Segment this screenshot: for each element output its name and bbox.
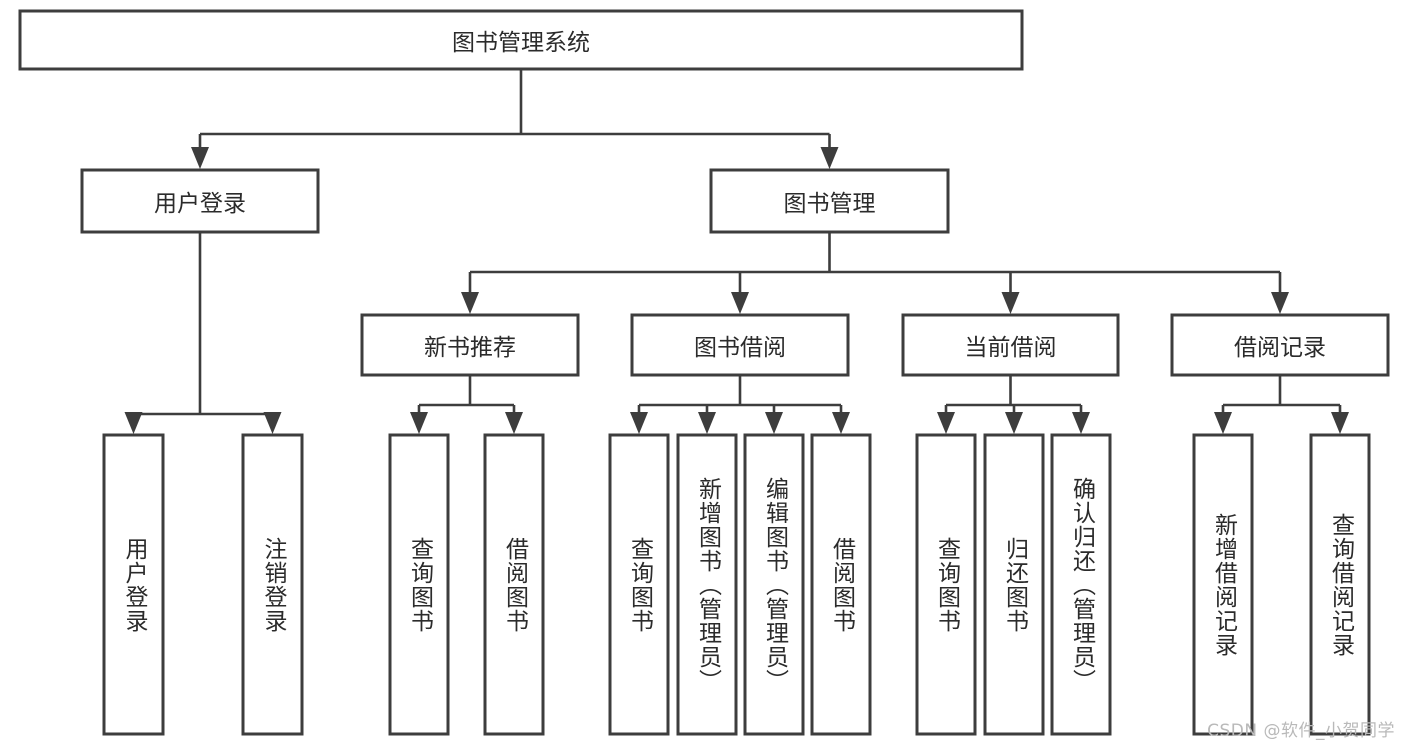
arrow-head-icon (461, 292, 479, 314)
arrow-head-icon (1331, 412, 1349, 434)
arrow-head-icon (698, 412, 716, 434)
arrow-head-icon (263, 412, 282, 434)
arrow-head-icon (124, 412, 143, 434)
node-box-cur-return-book[interactable] (983, 433, 1045, 736)
node-box-user-logout[interactable] (241, 433, 304, 736)
node-box-borrow-query-book[interactable] (608, 433, 670, 736)
node-box-user-login[interactable] (80, 168, 320, 234)
arrow-head-icon (765, 412, 783, 434)
node-box-current-borrow[interactable] (901, 313, 1120, 377)
arrow-head-icon (191, 147, 209, 169)
arrow-head-icon (937, 412, 955, 434)
node-box-rec-borrow-book[interactable] (483, 433, 545, 736)
node-box-cur-query-book[interactable] (915, 433, 977, 736)
node-box-borrow-edit-book[interactable] (743, 433, 805, 736)
arrow-head-icon (1001, 292, 1020, 314)
arrow-head-icon (1214, 412, 1232, 434)
connector-edges-group (124, 69, 1349, 434)
node-box-new-book-rec[interactable] (360, 313, 580, 377)
arrow-head-icon (1271, 292, 1289, 314)
arrow-head-icon (1005, 412, 1023, 434)
node-box-rec-query-record[interactable] (1309, 433, 1371, 736)
arrow-head-icon (820, 147, 839, 169)
arrow-head-icon (731, 292, 749, 314)
node-boxes-group (18, 9, 1390, 736)
node-box-book-borrow[interactable] (630, 313, 850, 377)
node-box-borrow-add-book[interactable] (676, 433, 738, 736)
node-box-cur-confirm-return[interactable] (1050, 433, 1112, 736)
node-box-book-manage[interactable] (709, 168, 950, 234)
arrow-head-icon (1072, 412, 1090, 434)
node-box-root[interactable] (18, 9, 1024, 71)
node-box-rec-add-record[interactable] (1192, 433, 1254, 736)
arrow-head-icon (832, 412, 850, 434)
node-box-user-login-do[interactable] (102, 433, 165, 736)
arrow-head-icon (410, 412, 428, 434)
node-box-rec-query-book[interactable] (388, 433, 450, 736)
node-box-borrow-record[interactable] (1170, 313, 1390, 377)
arrow-head-icon (505, 412, 523, 434)
arrow-head-icon (630, 412, 648, 434)
node-box-borrow-borrow-book[interactable] (810, 433, 872, 736)
